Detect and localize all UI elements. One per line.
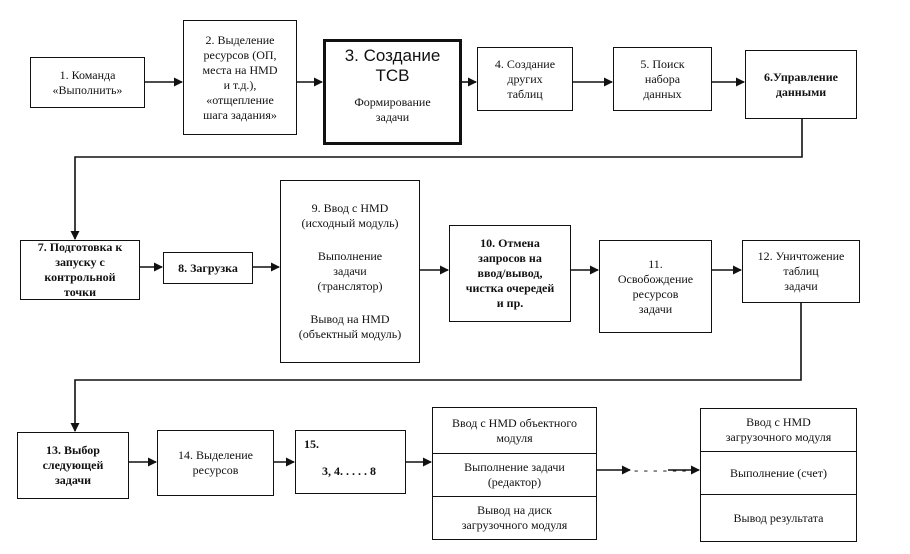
step-13-line-2: следующей <box>42 458 104 472</box>
step-15-title: 15. <box>304 437 319 451</box>
step-12-destroy-tables: 12. Уничтожение таблиц задачи <box>742 240 860 303</box>
step-3-subtitle: Формирование задачи <box>354 95 431 125</box>
step-10-line-4: чистка очередей <box>465 281 555 295</box>
step-1-line-1: 1. Команда <box>59 67 116 82</box>
step-6-line-1: 6.Управление <box>764 69 838 84</box>
step-8-loading: 8. Загрузка <box>163 252 253 284</box>
step-11-line-1: 11. <box>648 256 663 271</box>
step-10-line-5: и пр. <box>496 296 524 310</box>
step-14-line-1: 14. Выделение <box>178 448 253 462</box>
step-1-line-2: «Выполнить» <box>52 82 123 97</box>
step-6-line-2: данными <box>775 84 827 99</box>
step-14-line-2: ресурсов <box>192 463 239 477</box>
step-5-line-3: данных <box>643 86 682 101</box>
step-7-line-4: точки <box>63 285 97 299</box>
step-9-translation: 9. Ввод с НМD (исходный модуль) Выполнен… <box>280 180 420 363</box>
step-4-create-tables: 4. Создание других таблиц <box>477 47 573 111</box>
step-16-execute: Выполнение задачи (редактор) <box>433 453 596 496</box>
step-1-execute-command: 1. Команда «Выполнить» <box>30 57 145 108</box>
step-16-edit-stage: Ввод с НМD объектного модуля Выполнение … <box>432 407 597 540</box>
step-2-resource-allocation: 2. Выделение ресурсов (ОП, места на НМD … <box>183 20 297 135</box>
step-3-create-tcb: 3. Создание ТСВ Формирование задачи <box>323 39 462 145</box>
continuation-ellipsis: - - - - - - <box>634 462 688 477</box>
step-9-output: Вывод на НМD (объектный модуль) <box>298 312 402 341</box>
step-16-output: Вывод на диск загрузочного модуля <box>433 496 596 539</box>
step-11-line-4: задачи <box>638 301 673 316</box>
step-9-input: 9. Ввод с НМD (исходный модуль) <box>301 201 399 230</box>
arrow-12-13 <box>70 303 802 432</box>
step-16-input: Ввод с НМD объектного модуля <box>452 415 577 445</box>
step-11-line-2: Освобождение <box>617 271 694 286</box>
step-2-line-1: 2. Выделение <box>205 32 275 47</box>
step-10-line-3: ввод/вывод, <box>477 266 543 280</box>
step-17-run-stage: Ввод с НМD загрузочного модуля Выполнени… <box>700 408 857 542</box>
step-10-line-2: запросов на <box>478 251 542 265</box>
step-15-repeat-steps: 15. 3, 4. . . . . 8 <box>295 430 406 494</box>
step-12-line-3: задачи <box>784 279 818 293</box>
arrow-6-7 <box>70 119 803 240</box>
step-4-line-1: 4. Создание <box>494 56 556 71</box>
step-15-steps: 3, 4. . . . . 8 <box>322 464 376 478</box>
step-7-line-3: контрольной <box>44 270 116 284</box>
step-17-execute: Выполнение (счет) <box>701 451 856 494</box>
step-12-line-2: таблиц <box>783 264 819 278</box>
step-3-title: 3. Создание ТСВ <box>344 46 441 85</box>
step-9-execute: Выполнение задачи (транслятор) <box>317 249 383 293</box>
step-13-line-1: 13. Выбор <box>46 443 100 457</box>
step-4-line-2: других <box>507 71 543 86</box>
step-11-release-resources: 11. Освобождение ресурсов задачи <box>599 240 712 333</box>
step-5-line-1: 5. Поиск <box>640 56 685 71</box>
step-2-line-2: ресурсов (ОП, <box>203 47 277 62</box>
step-8-line-1: 8. Загрузка <box>178 260 238 275</box>
step-2-line-3: места на НМD <box>202 62 278 77</box>
step-13-line-3: задачи <box>54 473 92 487</box>
step-10-line-1: 10. Отмена <box>480 236 540 250</box>
step-2-line-5: «отщепление <box>206 92 274 107</box>
step-7-line-1: 7. Подготовка к <box>37 240 123 254</box>
step-4-line-3: таблиц <box>507 86 543 101</box>
step-14-allocate-resources: 14. Выделение ресурсов <box>157 430 274 496</box>
step-5-line-2: набора <box>644 71 681 86</box>
step-13-select-next-task: 13. Выбор следующей задачи <box>17 432 129 499</box>
step-5-find-dataset: 5. Поиск набора данных <box>613 47 712 111</box>
step-11-line-3: ресурсов <box>632 286 679 301</box>
step-12-line-1: 12. Уничтожение <box>757 249 845 263</box>
step-6-data-management: 6.Управление данными <box>745 50 857 119</box>
step-2-line-6: шага задания» <box>203 107 277 122</box>
step-17-input: Ввод с НМD загрузочного модуля <box>725 415 832 444</box>
step-10-cancel-io: 10. Отмена запросов на ввод/вывод, чистк… <box>449 225 571 322</box>
step-17-output: Вывод результата <box>701 494 856 541</box>
step-7-checkpoint-restart: 7. Подготовка к запуску с контрольной то… <box>20 240 140 300</box>
step-7-line-2: запуску с <box>55 255 105 269</box>
step-2-line-4: и т.д.), <box>223 77 257 92</box>
